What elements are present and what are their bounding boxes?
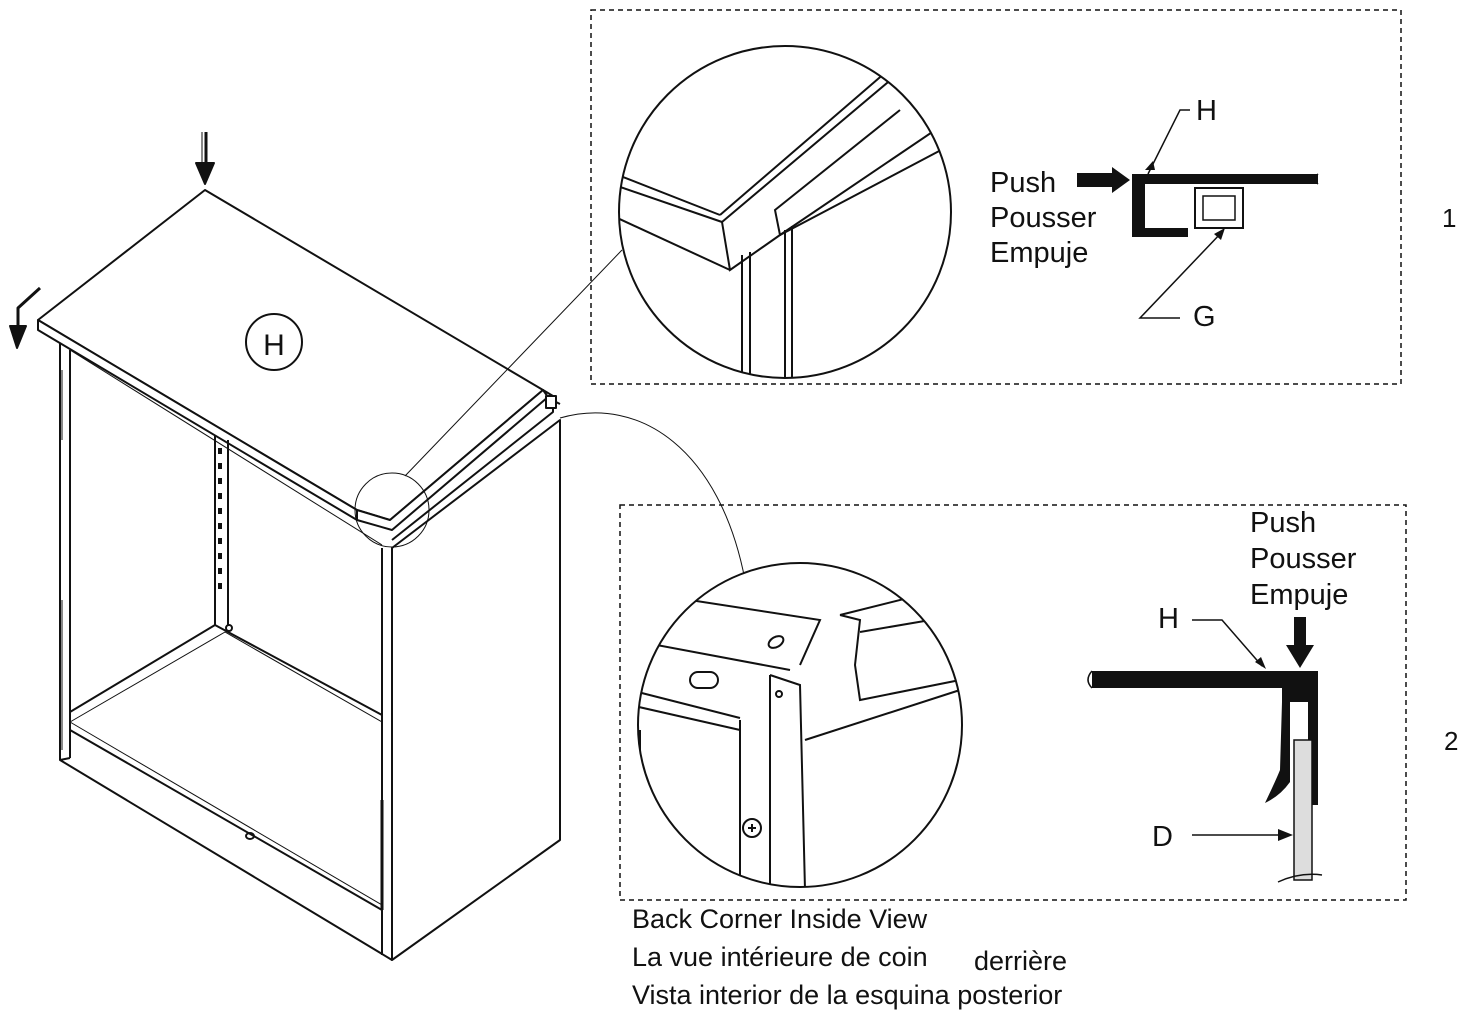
caption-es: Vista interior de la esquina posterior [632,980,1062,1010]
detail-2-empuje: Empuje [1250,579,1348,611]
detail-2-label-h: H [1158,603,1179,635]
detail-2-zoom [637,562,963,888]
detail-1-zoom [618,45,952,379]
caption-fr: La vue intérieure de coin [632,942,928,972]
detail-1-section [1077,109,1319,319]
magnify-circle-front [354,472,430,548]
caption-fr-end: derrière [974,946,1067,976]
slide-arrow-icon [9,286,42,349]
detail-2-label-d: D [1152,821,1173,853]
detail-1-pousser: Pousser [990,202,1097,234]
step-number-2: 2 [1444,726,1458,756]
shelf-holes [218,448,222,589]
detail-2-section [1087,617,1323,883]
panel-h-callout: H [245,313,303,371]
push-arrow-1-icon [1077,167,1130,193]
detail-2-push: Push [1250,507,1316,539]
step-number-1: 1 [1442,203,1456,233]
detail-1-empuje: Empuje [990,237,1088,269]
caption-en: Back Corner Inside View [632,904,928,934]
detail-2-pousser: Pousser [1250,543,1357,575]
down-arrow-icon [195,132,215,185]
detail-1-push: Push [990,167,1056,199]
detail-1-frame [590,9,1402,385]
detail-1-label-g: G [1193,301,1216,333]
push-arrow-2-icon [1286,617,1314,668]
detail-2-frame [619,504,1407,901]
panel-h-label: H [263,329,285,362]
detail-1-label-h: H [1196,95,1217,127]
